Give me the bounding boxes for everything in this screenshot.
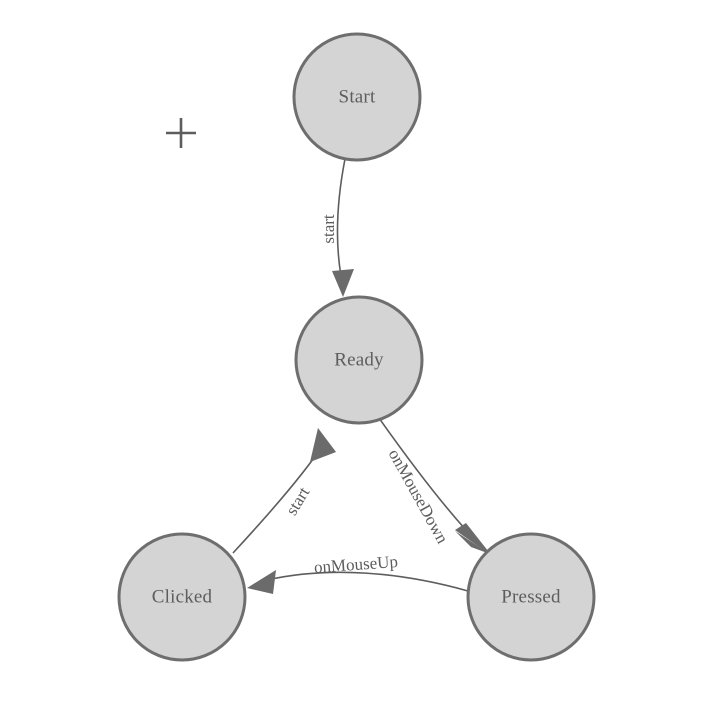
edge-clicked-to-ready-label: start	[282, 484, 314, 519]
edge-pressed-to-clicked-path	[266, 571, 469, 592]
node-ready-label: Ready	[334, 349, 384, 370]
edge-ready-to-pressed-arrowhead-fill	[455, 523, 492, 556]
node-ready-circle	[294, 295, 424, 425]
edge-pressed-to-clicked[interactable]: onMouseUp	[247, 552, 469, 594]
crosshair-cursor-icon	[166, 118, 196, 148]
node-pressed-circle	[466, 532, 596, 662]
edge-pressed-to-clicked-label: onMouseUp	[313, 552, 398, 577]
edge-start-to-ready-path	[336, 158, 346, 277]
edge-clicked-to-ready-arrowhead	[310, 428, 336, 462]
node-clicked-circle	[117, 532, 247, 662]
edge-clicked-to-ready[interactable]: start	[232, 428, 336, 554]
node-clicked-label: Clicked	[152, 586, 213, 607]
edge-ready-to-pressed-label: onMouseDown	[385, 446, 453, 547]
edge-pressed-to-clicked-arrowhead	[247, 570, 276, 594]
edge-ready-to-pressed[interactable]: onMouseDown	[378, 417, 492, 556]
node-pressed-label: Pressed	[501, 586, 561, 607]
node-pressed[interactable]: Pressed	[466, 532, 596, 662]
node-ready[interactable]: Ready	[294, 295, 424, 425]
edge-start-to-ready-arrowhead	[332, 269, 354, 297]
node-start-circle	[292, 32, 422, 162]
edge-start-to-ready[interactable]: start	[319, 158, 354, 297]
node-start[interactable]: Start	[292, 32, 422, 162]
node-start-label: Start	[339, 86, 376, 107]
node-clicked[interactable]: Clicked	[117, 532, 247, 662]
edge-start-to-ready-label: start	[319, 214, 338, 244]
